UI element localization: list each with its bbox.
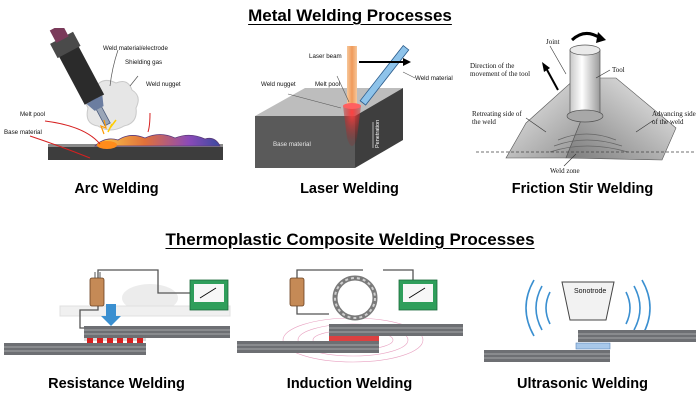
fsw-label-retreating-1: Retreating side of (472, 110, 522, 118)
resistance-lower-laminate (4, 343, 146, 355)
thermoplastic-header: Thermoplastic Composite Welding Processe… (165, 230, 535, 249)
arc-label-gas: Shielding gas (125, 59, 162, 66)
arc-weld-bead (94, 134, 221, 147)
resistance-pressure-arrow (101, 316, 121, 326)
resistance-battery (89, 277, 105, 307)
resistance-welding-caption: Resistance Welding (48, 376, 185, 392)
friction-stir-caption: Friction Stir Welding (511, 181, 654, 197)
arc-welding-diagram: Weld material/electrode Shielding gas We… (4, 28, 223, 160)
laser-block-front (255, 116, 355, 168)
laser-welding-diagram: Penetration Laser beam Weld material Wel… (255, 45, 453, 168)
laser-label-beam: Laser beam (309, 53, 342, 60)
ultrasonic-energy-director (575, 342, 611, 350)
resistance-heating-element (87, 338, 143, 343)
fsw-label-direction-2: movement of the tool (470, 70, 530, 78)
metal-header: Metal Welding Processes (248, 6, 452, 25)
fsw-tool (569, 49, 601, 117)
induction-upper-laminate (329, 324, 463, 336)
laser-label-material: Weld material (415, 75, 453, 82)
arc-label-base: Base material (4, 129, 42, 136)
resistance-welding-diagram (4, 269, 231, 355)
arc-base-plate (48, 146, 223, 160)
induction-battery (289, 277, 305, 307)
laser-beam (347, 46, 357, 106)
induction-lower-laminate (237, 341, 379, 353)
fsw-label-retreating-2: the weld (472, 118, 496, 126)
laser-label-base: Base material (273, 141, 311, 148)
friction-stir-diagram: Joint Direction of the movement of the t… (470, 32, 696, 175)
laser-label-nugget: Weld nugget (261, 81, 296, 88)
ultrasonic-upper-laminate (578, 330, 696, 342)
arc-label-electrode: Weld material/electrode (103, 45, 168, 52)
arc-label-nugget: Weld nugget (146, 81, 181, 88)
laser-welding-caption: Laser Welding (300, 181, 399, 197)
induction-welding-diagram (237, 269, 463, 363)
laser-label-penetration: Penetration (375, 120, 381, 148)
laser-block-side (355, 88, 403, 168)
sonotrode (561, 281, 615, 321)
fsw-label-joint: Joint (546, 38, 560, 46)
arc-torch (49, 28, 111, 127)
ultrasonic-lower-laminate (484, 350, 610, 362)
resistance-upper-laminate (84, 326, 230, 338)
fsw-label-advancing-2: of the weld (652, 118, 684, 126)
laser-weld-wire (359, 45, 410, 106)
fsw-label-zone: Weld zone (550, 167, 580, 175)
arc-label-pool: Melt pool (20, 111, 45, 118)
fsw-label-advancing-1: Advancing side (652, 110, 696, 118)
fsw-rotation-arrow (570, 32, 601, 42)
induction-welding-caption: Induction Welding (286, 376, 413, 392)
fsw-label-tool: Tool (612, 66, 625, 74)
laser-label-pool: Melt pool (315, 81, 340, 88)
arc-welding-caption: Arc Welding (74, 181, 159, 197)
arc-melt-pool (97, 141, 117, 149)
ultrasonic-welding-diagram: Sonotrode (484, 279, 696, 362)
fsw-label-direction-1: Direction of the (470, 62, 514, 70)
ultrasonic-welding-caption: Ultrasonic Welding (516, 376, 649, 392)
sonotrode-label: Sonotrode (574, 288, 606, 295)
induction-heat-zone (329, 336, 379, 341)
laser-melt-zone (343, 104, 361, 146)
